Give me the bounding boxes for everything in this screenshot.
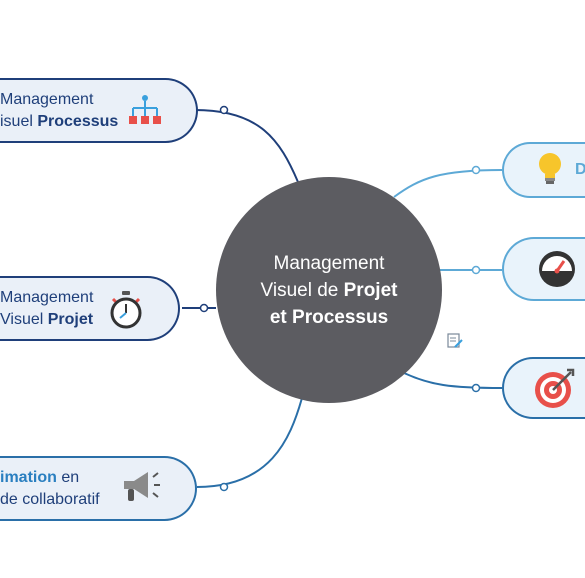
- center-line3-bold: et Processus: [269, 306, 389, 328]
- center-line2-bold: Projet: [343, 279, 398, 301]
- target-icon: [535, 368, 575, 408]
- connector-right-top: [393, 169, 503, 198]
- node-animation-line2: de collaboratif: [0, 491, 100, 508]
- node-processus-line2-plain: isuel: [0, 113, 38, 130]
- node-processus-label: Management isuel Processus: [0, 89, 118, 133]
- connector-dot: [471, 165, 481, 175]
- node-management-projet[interactable]: [0, 276, 180, 341]
- megaphone-icon: [124, 472, 160, 501]
- connector-processus: [194, 109, 299, 183]
- center-node[interactable]: Management Visuel de Projet et Processus: [216, 177, 442, 403]
- node-processus-line1: Management: [0, 91, 94, 108]
- node-animation-line1: imation en: [0, 467, 100, 489]
- connector-animation: [196, 397, 303, 488]
- connector-dot: [219, 105, 229, 115]
- connector-dot: [471, 265, 481, 275]
- connector-dot: [219, 482, 229, 492]
- node-projet-line1: Management: [0, 289, 94, 306]
- connector-dot: [471, 383, 481, 393]
- node-animation-line1-bold: imation: [0, 469, 57, 486]
- connector-dot: [199, 303, 209, 313]
- center-line2-plain: Visuel de: [260, 279, 344, 301]
- node-projet-line2: Visuel Projet: [0, 309, 93, 331]
- node-management-processus[interactable]: [0, 78, 198, 143]
- org-chart-icon: [129, 95, 161, 124]
- stopwatch-icon: [110, 291, 142, 329]
- node-animation-collaboratif[interactable]: [0, 456, 197, 521]
- node-projet-line2-plain: Visuel: [0, 311, 48, 328]
- node-projet-label: Management Visuel Projet: [0, 287, 93, 331]
- edit-note-icon[interactable]: [446, 332, 464, 350]
- node-processus-line2-bold: Processus: [37, 113, 119, 130]
- node-animation-line1-plain: en: [56, 469, 80, 486]
- node-right-top-label: D: [575, 161, 585, 178]
- gauge-icon: [539, 251, 575, 287]
- node-projet-line2-bold: Projet: [47, 311, 94, 328]
- center-line2: Visuel de Projet: [261, 277, 398, 304]
- center-line1: Management: [273, 252, 385, 274]
- connector-right-bot: [403, 372, 503, 389]
- node-animation-label: imation en de collaboratif: [0, 467, 100, 511]
- node-processus-line2: isuel Processus: [0, 111, 118, 133]
- lightbulb-icon: [539, 153, 561, 184]
- center-line3: et Processus: [270, 304, 388, 331]
